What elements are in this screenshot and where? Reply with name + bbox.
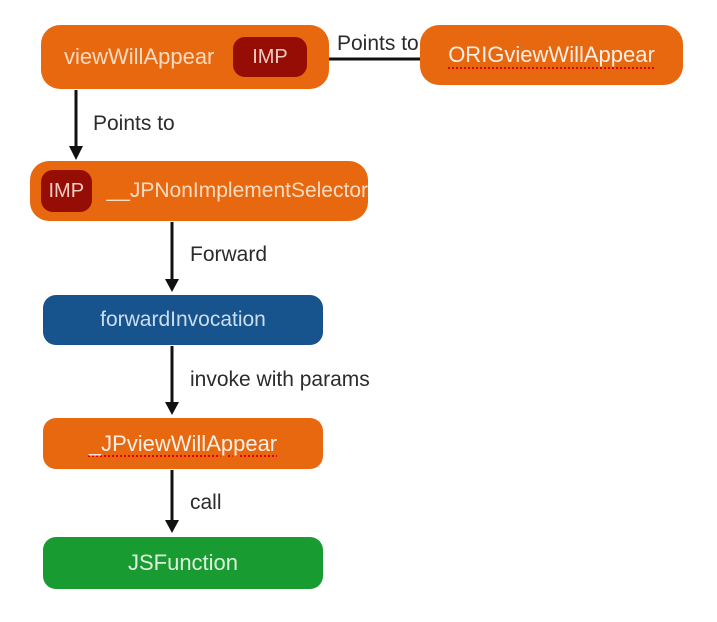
node-forward-invocation-label: forwardInvocation	[100, 308, 266, 331]
node-orig-view-will-appear-label: ORIGviewWillAppear	[448, 42, 655, 67]
arrow-jpview-to-jsfunction	[165, 470, 179, 533]
edge-label-forward: Forward	[190, 243, 268, 266]
node-js-function: JSFunction	[43, 537, 323, 589]
node-view-will-appear: viewWillAppear IMP	[41, 25, 329, 89]
imp-badge-view-will-appear: IMP	[233, 37, 307, 77]
arrow-forwardinvocation-to-jpview	[165, 346, 179, 415]
edge-label-points-to-horizontal: Points to	[337, 32, 419, 55]
arrow-viewwillappear-to-selector	[69, 90, 83, 160]
node-js-function-label: JSFunction	[127, 550, 239, 575]
edge-label-points-to-vertical: Points to	[93, 112, 175, 135]
node-orig-view-will-appear: ORIGviewWillAppear	[420, 25, 683, 85]
node-forward-invocation: forwardInvocation	[43, 295, 323, 345]
node-view-will-appear-label: viewWillAppear	[64, 44, 215, 69]
imp-badge-non-implement-selector: IMP	[41, 170, 92, 212]
node-jp-view-will-appear-label: _JPviewWillAppear	[88, 430, 278, 456]
arrow-selector-to-forwardinvocation	[165, 222, 179, 292]
node-non-implement-selector-label: __JPNonImplementSelector	[106, 179, 368, 202]
edge-label-invoke-with-params: invoke with params	[190, 368, 370, 391]
node-non-implement-selector: IMP __JPNonImplementSelector	[30, 161, 368, 221]
node-jp-view-will-appear: _JPviewWillAppear	[43, 418, 323, 469]
edge-label-call: call	[190, 491, 222, 514]
